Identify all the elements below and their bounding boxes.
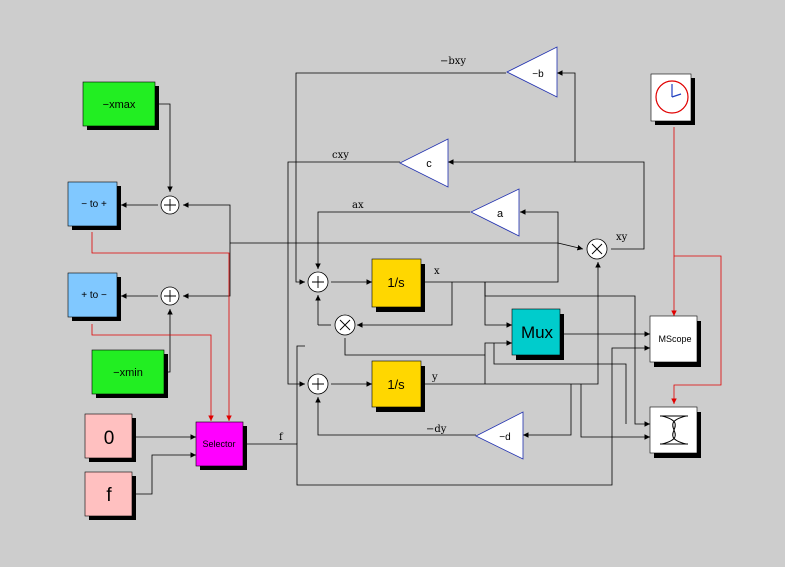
integrator-x-body xyxy=(371,258,422,308)
const-neg-xmin-block[interactable]: −xmin xyxy=(91,349,168,398)
product-xy[interactable] xyxy=(586,238,608,260)
sum-bottom-left[interactable] xyxy=(160,286,180,306)
mux-label: Mux xyxy=(521,323,554,342)
gain-c-block[interactable]: c xyxy=(399,138,449,188)
const-f-label: f xyxy=(106,485,112,506)
signal-f-label: f xyxy=(279,432,284,443)
times-icon xyxy=(339,319,351,331)
xy-scope-block[interactable] xyxy=(649,406,701,458)
sum-top-left[interactable] xyxy=(160,195,180,215)
gain-a-label: a xyxy=(497,208,504,220)
pos-to-neg-label: + to − xyxy=(81,290,107,301)
integrator-y-body xyxy=(371,360,422,408)
signal-xy-label: xy xyxy=(616,232,628,243)
gain-d-block[interactable]: −d xyxy=(475,411,524,460)
gain-a-block[interactable]: a xyxy=(470,188,520,237)
selector-block[interactable]: Selector xyxy=(195,421,247,470)
gain-c-label: c xyxy=(426,158,432,170)
plus-icon xyxy=(164,290,176,302)
wires xyxy=(121,70,650,495)
const-zero-block[interactable]: 0 xyxy=(84,413,136,462)
integrator-x-block[interactable]: 1/s xyxy=(371,258,425,312)
pos-to-neg-block[interactable]: + to − xyxy=(67,272,121,321)
clock-block[interactable] xyxy=(650,73,695,125)
selector-body xyxy=(195,421,244,467)
mux-body xyxy=(511,308,561,356)
sum-y[interactable] xyxy=(307,373,329,395)
signal-dy-label: −dy xyxy=(426,424,447,435)
product-f-x[interactable] xyxy=(334,314,356,336)
neg-to-pos-block[interactable]: − to + xyxy=(67,181,121,230)
neg-to-pos-body xyxy=(67,181,118,227)
plus-icon xyxy=(312,378,324,390)
gain-d-label: −d xyxy=(499,432,510,443)
signal-ax-label: ax xyxy=(352,200,364,211)
times-icon xyxy=(591,243,603,255)
lissajous-icon xyxy=(660,415,688,445)
mscope-label: MScope xyxy=(658,334,691,344)
signal-labels: −bxy cxy ax xy x y −dy f xyxy=(279,56,628,443)
signal-x-label: x xyxy=(434,266,440,277)
mscope-block[interactable]: MScope xyxy=(649,315,701,367)
plus-icon xyxy=(164,199,176,211)
const-neg-xmin-body xyxy=(91,349,165,395)
const-zero-body xyxy=(84,413,133,459)
gain-b-block[interactable]: −b xyxy=(506,46,558,98)
signal-cxy-label: cxy xyxy=(332,150,349,161)
gain-b-label: −b xyxy=(532,69,544,80)
mux-block[interactable]: Mux xyxy=(511,308,564,360)
plus-icon xyxy=(312,276,324,288)
const-zero-label: 0 xyxy=(104,428,115,449)
const-neg-xmax-body xyxy=(82,81,156,127)
integrator-x-label: 1/s xyxy=(387,275,405,290)
sum-x[interactable] xyxy=(307,271,329,293)
neg-to-pos-label: − to + xyxy=(81,199,107,210)
const-neg-xmax-block[interactable]: −xmax xyxy=(82,81,159,130)
const-f-body xyxy=(84,471,133,517)
integrator-y-label: 1/s xyxy=(387,377,405,392)
integrator-y-block[interactable]: 1/s xyxy=(371,360,425,412)
const-f-block[interactable]: f xyxy=(84,471,136,520)
signal-y-label: y xyxy=(431,372,438,383)
clock-icon xyxy=(655,80,689,114)
const-neg-xmin-label: −xmin xyxy=(113,367,143,379)
pos-to-neg-body xyxy=(67,272,118,318)
mscope-body xyxy=(649,315,698,363)
const-neg-xmax-label: −xmax xyxy=(103,99,136,111)
selector-label: Selector xyxy=(202,439,235,449)
event-links xyxy=(91,127,722,421)
signal-bxy-label: −bxy xyxy=(440,56,466,67)
